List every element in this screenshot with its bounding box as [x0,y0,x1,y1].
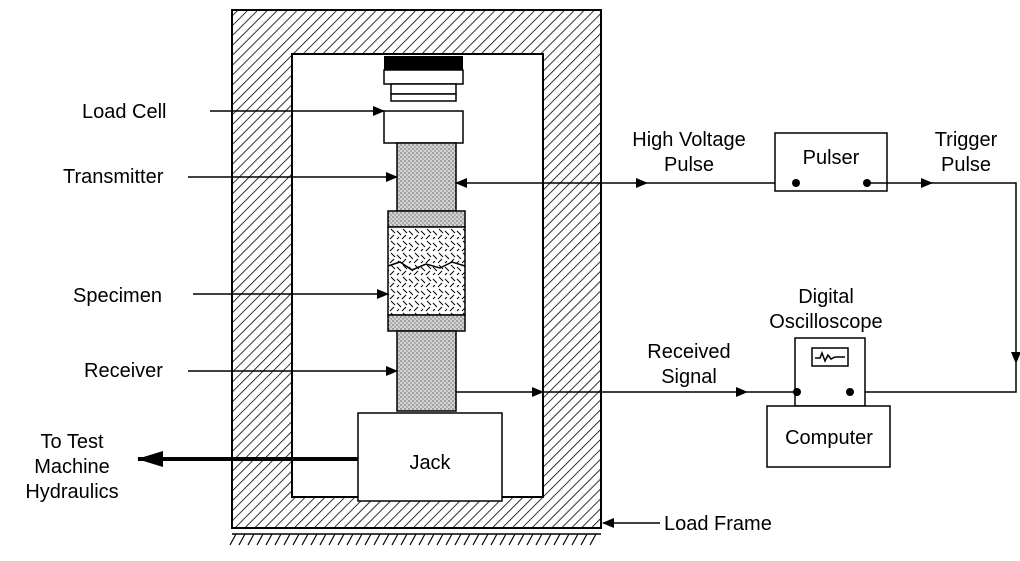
ground-tick [364,533,372,546]
transmitter-plate [387,210,466,228]
digital-label: Digital [798,286,854,308]
received-signal-arrow-1 [532,387,544,397]
ground-tick [274,533,282,546]
ground-tick [256,533,264,546]
receiver-plate [387,314,466,332]
high-voltage-label: High Voltage [632,129,745,151]
high-voltage-mid-arrow [636,178,648,188]
received-signal-arrow-2 [736,387,748,397]
ground-tick [526,533,534,546]
ground-tick [571,533,579,546]
load-frame [231,9,602,529]
ground-tick [535,533,543,546]
ground-tick [553,533,561,546]
receiver-label: Receiver [84,360,163,382]
specimen-crack [387,261,466,271]
jack-label: Jack [409,452,451,474]
hydraulics-label: Hydraulics [25,481,118,503]
ground-tick [283,533,291,546]
received-label: Received [647,341,730,363]
high-voltage-pulse-label: Pulse [664,154,714,176]
ground-tick [445,533,453,546]
ground-tick [508,533,516,546]
ground-tick [391,533,399,546]
trigger-return-line [850,364,1017,393]
ground-tick [337,533,345,546]
ground-tick [418,533,426,546]
ground-tick [310,533,318,546]
ground-tick [355,533,363,546]
ground-tick [301,533,309,546]
receiver [396,330,457,412]
ground-tick [265,533,273,546]
computer-label: Computer [785,427,873,449]
oscilloscope-waveform [815,350,845,363]
ground-tick [319,533,327,546]
ground-tick [517,533,525,546]
to-test-label: To Test [41,431,104,453]
trigger-arrow-right [921,178,933,188]
ground-tick [589,533,597,546]
trigger-label: Trigger [935,129,998,151]
machine-label: Machine [34,456,110,478]
load-frame-label: Load Frame [664,513,772,535]
ground-tick [238,533,246,546]
ground-tick [436,533,444,546]
ground-tick [409,533,417,546]
transmitter-label: Transmitter [63,166,164,188]
ground-tick [382,533,390,546]
load-cell [383,56,464,144]
pulser-label: Pulser [803,147,860,169]
signal-label: Signal [661,366,717,388]
ground-tick [562,533,570,546]
trigger-line [867,182,1017,364]
specimen-label: Specimen [73,285,162,307]
oscilloscope-input-terminal [793,388,801,396]
specimen [387,226,466,316]
oscilloscope-trigger-terminal [846,388,854,396]
ground-tick [247,533,255,546]
ground-tick [490,533,498,546]
ground-tick [328,533,336,546]
ground-tick [580,533,588,546]
trigger-pulse-label: Pulse [941,154,991,176]
ground-tick [463,533,471,546]
ground-tick [346,533,354,546]
computer-box [766,405,891,468]
ground-tick [229,533,237,546]
jack-box [357,412,503,502]
pulser-output-terminal [792,179,800,187]
transmitter [396,142,457,212]
ground-tick [427,533,435,546]
ground-tick [481,533,489,546]
ground-tick [373,533,381,546]
load-cell-label: Load Cell [82,101,167,123]
ground-hatch [229,533,601,546]
trigger-arrow-down [1011,352,1020,364]
ground-tick [454,533,462,546]
oscilloscope-label: Oscilloscope [769,311,882,333]
ground-tick [472,533,480,546]
ground-tick [400,533,408,546]
ground-tick [544,533,552,546]
ground-tick [292,533,300,546]
ground-tick [499,533,507,546]
